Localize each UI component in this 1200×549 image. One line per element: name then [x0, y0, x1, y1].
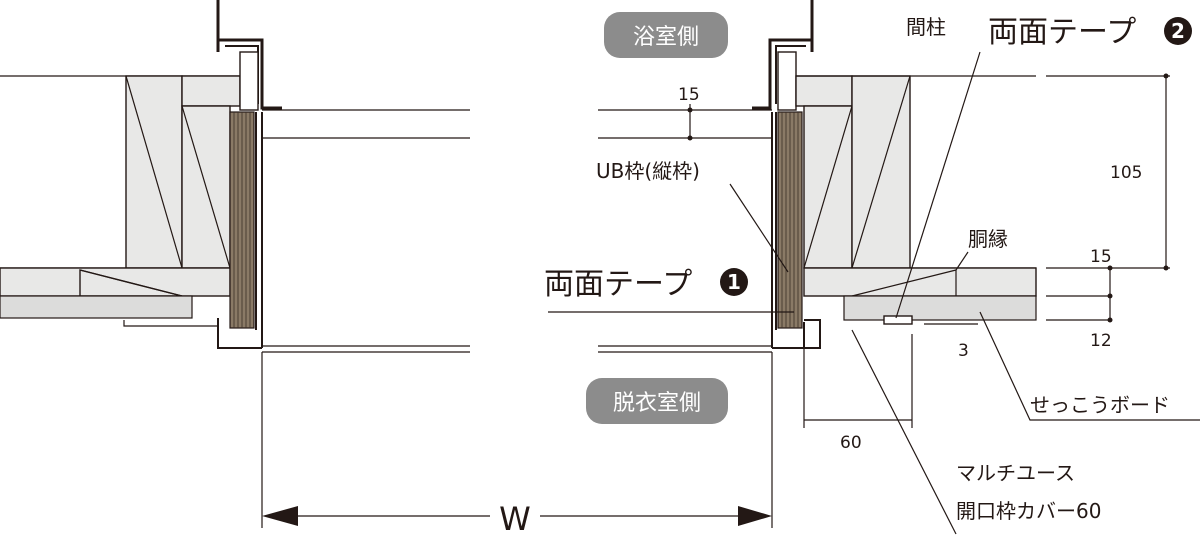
- left-gypsum: [0, 295, 193, 319]
- tape-1-number: 1: [727, 270, 741, 294]
- dressing-side-pill: [586, 378, 728, 424]
- right-stud-inner: [795, 75, 853, 107]
- dressing-side-label: 脱衣室側: [613, 391, 701, 416]
- dim-15-top: 15: [678, 85, 700, 105]
- furring-label: 胴縁: [968, 227, 1008, 251]
- tape-1-badge: [720, 268, 748, 296]
- dim-105: 105: [1110, 163, 1142, 183]
- dimension-lines: [261, 73, 1169, 528]
- right-gypsum: [843, 295, 1037, 321]
- dim-60: 60: [840, 433, 862, 453]
- double-tape-2-label: 両面テープ: [988, 15, 1136, 50]
- left-wall: [0, 0, 470, 353]
- tape-2-number: 2: [1171, 19, 1185, 43]
- dim-15-mid: 15: [1090, 247, 1112, 267]
- dim-12: 12: [1090, 331, 1112, 351]
- ub-frame-label: UB枠(縦枠): [596, 159, 700, 183]
- gypsum-label: せっこうボード: [1030, 393, 1170, 417]
- cover-label-line1: マルチユース: [956, 461, 1075, 485]
- tape-2-badge: [1164, 17, 1192, 45]
- right-wall: [598, 0, 1170, 353]
- bath-side-pill: [604, 12, 728, 58]
- cover-label-line2: 開口枠カバー60: [956, 499, 1101, 523]
- bath-side-label: 浴室側: [633, 25, 699, 50]
- leader-lines: [548, 51, 1200, 535]
- double-tape-1-label: 両面テープ: [544, 267, 692, 302]
- width-label: W: [499, 500, 531, 538]
- dim-3: 3: [958, 341, 969, 361]
- right-furring-band: [803, 267, 1037, 297]
- left-stud-2: [181, 75, 241, 107]
- stud-label: 間柱: [906, 15, 946, 39]
